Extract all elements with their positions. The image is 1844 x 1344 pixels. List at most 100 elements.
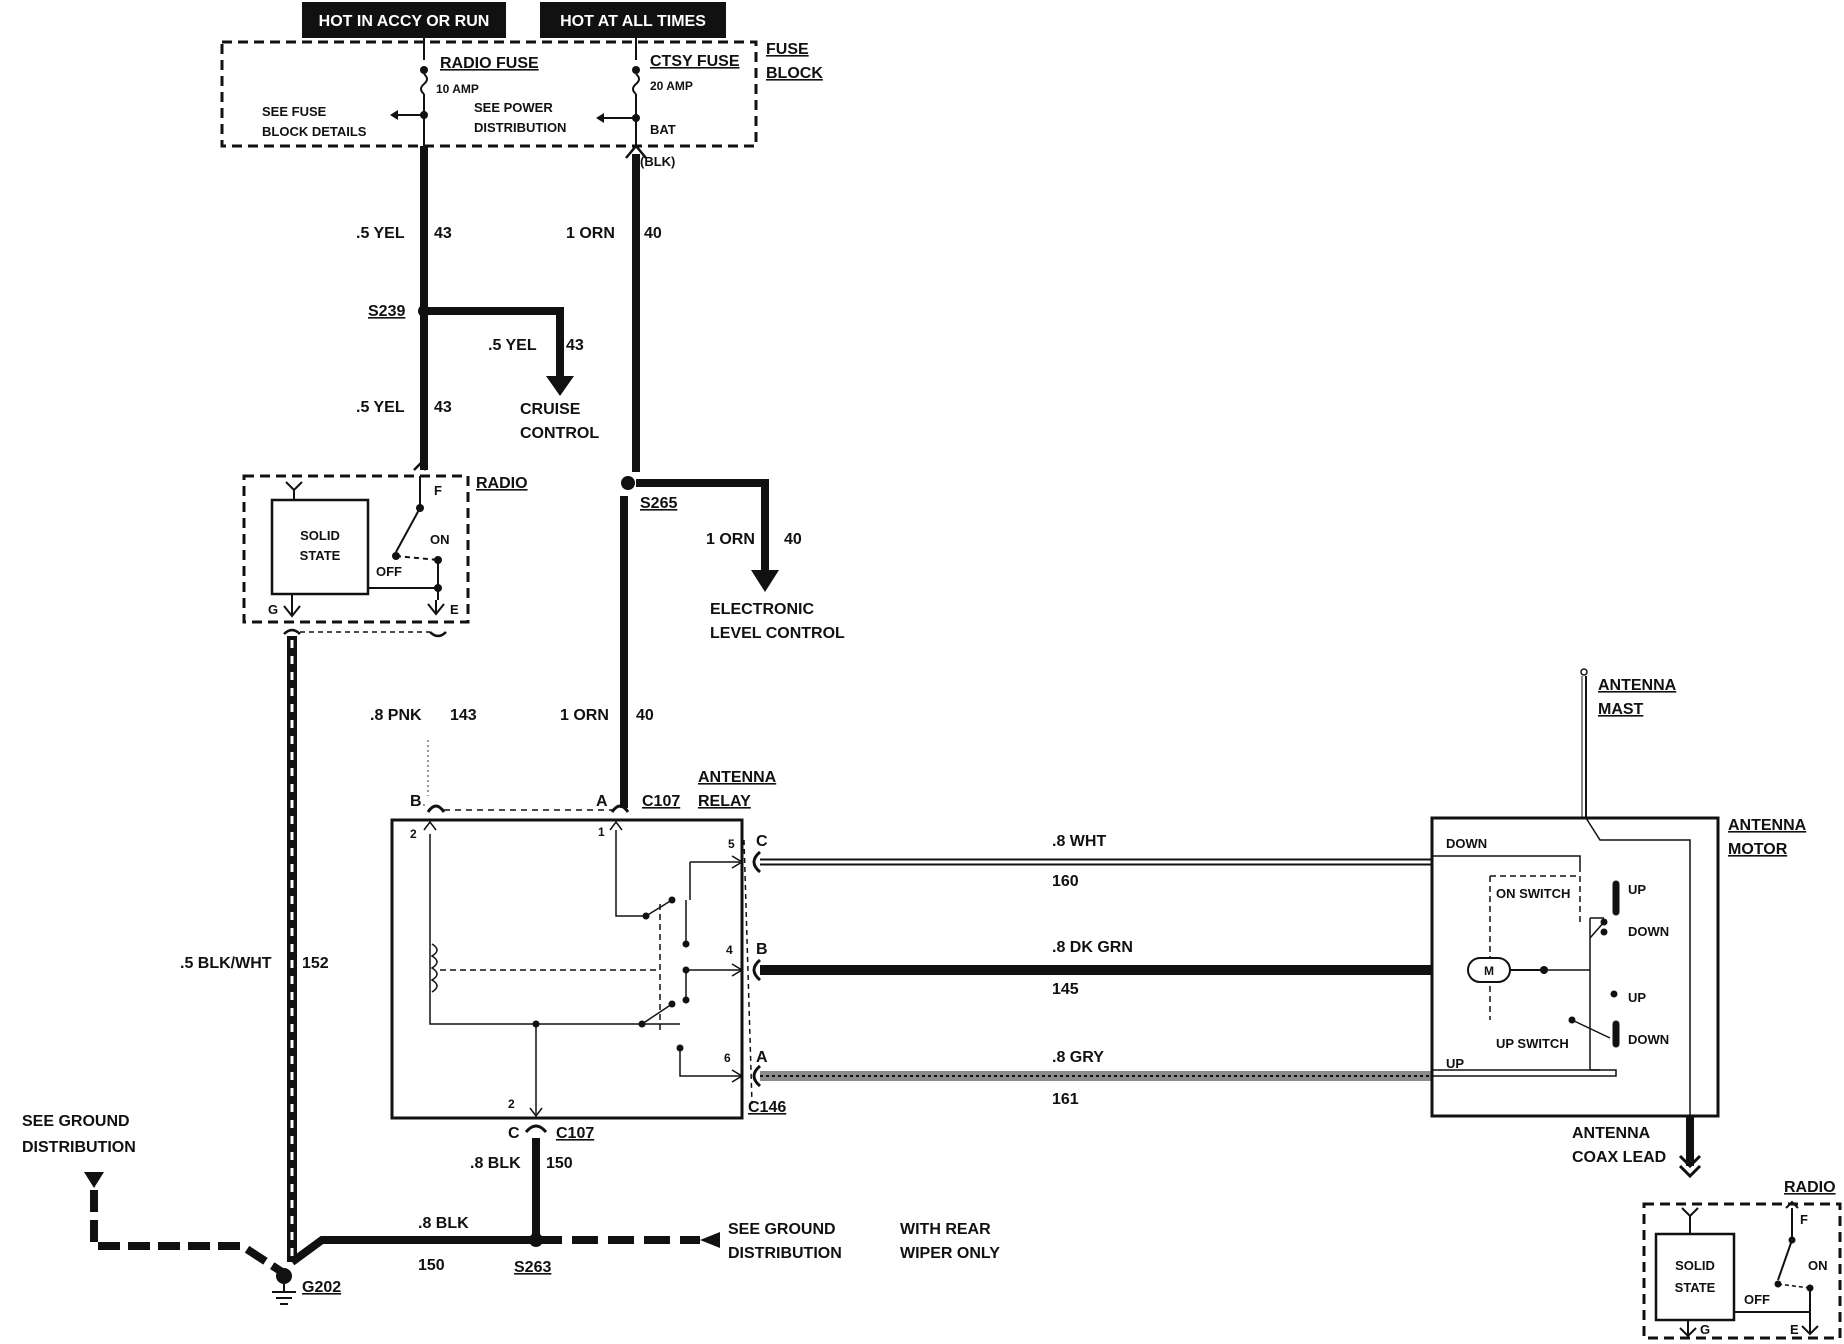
relay-n1: 1 [598, 825, 605, 839]
relay-title-2: RELAY [698, 793, 751, 810]
c146-pin-b: B [756, 941, 768, 958]
splice-s263 [529, 1233, 543, 1247]
switch-down-1: DOWN [1628, 924, 1669, 939]
radio-fuse-symbol [420, 73, 428, 95]
ctsy-fuse-rating: 20 AMP [650, 79, 693, 93]
coax-line2: COAX LEAD [1572, 1149, 1666, 1166]
arrow-left-icon [390, 110, 398, 120]
motor-down-label: DOWN [1446, 836, 1487, 851]
wire-num-orn-top: 40 [644, 225, 662, 242]
splice-s239 [418, 305, 430, 317]
bat-label: BAT [650, 122, 676, 137]
radio-bottom-on: ON [1808, 1258, 1828, 1273]
relay-pin-c-bottom: C [508, 1125, 520, 1142]
connector-icon [625, 144, 647, 159]
wire-label-blk-relay: .8 BLK [470, 1155, 521, 1172]
arrow-down-icon [546, 376, 574, 396]
solid-state-line2: STATE [300, 548, 341, 563]
wire-num-orn-branch: 40 [784, 531, 802, 548]
cruise-line2: CONTROL [520, 425, 599, 442]
rear-wiper-2: WIPER ONLY [900, 1245, 1000, 1262]
relay-pin-b: B [410, 793, 422, 810]
radio-off-label: OFF [376, 564, 402, 579]
wire-label-dkgrn: .8 DK GRN [1052, 939, 1133, 956]
switch-up-2: UP [1628, 990, 1646, 1005]
wire-num-gry: 161 [1052, 1091, 1079, 1108]
solid-state-line1-bottom: SOLID [1675, 1258, 1715, 1273]
motor-up-label: UP [1446, 1056, 1464, 1071]
ctsy-fuse-label: CTSY FUSE [650, 53, 740, 70]
radio-fuse-rating: 10 AMP [436, 82, 479, 96]
motor-title-2: MOTOR [1728, 841, 1788, 858]
switch-up-1: UP [1628, 882, 1646, 897]
radio-bottom: RADIO SOLID STATE F ON OFF G E [1642, 1179, 1842, 1340]
see-ground-left-2: DISTRIBUTION [22, 1139, 136, 1156]
antenna-relay: B A C107 ANTENNA RELAY 2 1 [390, 740, 786, 1142]
wire-label-gry: .8 GRY [1052, 1049, 1104, 1066]
on-switch-label: ON SWITCH [1496, 886, 1570, 901]
wire-label-yel-top: .5 YEL [356, 225, 405, 242]
relay-coil-icon [430, 943, 438, 993]
hot-all-times-label: HOT AT ALL TIMES [560, 13, 706, 30]
wire-num-wht: 160 [1052, 873, 1079, 890]
relay-title-1: ANTENNA [698, 769, 777, 786]
radio-switch [395, 507, 421, 553]
wire-label-blkwht: .5 BLK/WHT [180, 955, 272, 972]
radio-f-label: F [434, 483, 442, 498]
relay-n6: 6 [724, 1051, 731, 1065]
relay-n5: 5 [728, 837, 735, 851]
s239-label: S239 [368, 303, 405, 320]
wire-label-yel-branch: .5 YEL [488, 337, 537, 354]
solid-state-line2-bottom: STATE [1675, 1280, 1716, 1295]
c107-bottom-label: C107 [556, 1125, 594, 1142]
see-power-line2: DISTRIBUTION [474, 120, 566, 135]
radio-g-label: G [268, 602, 278, 617]
wire-label-blk-bottom: .8 BLK [418, 1215, 469, 1232]
wire-orn-40-branch [636, 479, 769, 572]
wire-label-yel-low: .5 YEL [356, 399, 405, 416]
hot-accy-run-label: HOT IN ACCY OR RUN [319, 13, 490, 30]
solid-state-box [270, 498, 370, 596]
arrow-left-icon [700, 1232, 720, 1248]
motor-m: M [1484, 964, 1494, 978]
radio-bottom-f: F [1800, 1212, 1808, 1227]
relay-n4: 4 [726, 943, 733, 957]
antenna-motor: ANTENNA MAST ANTENNA MOTOR DOWN UP ON SW… [1430, 668, 1807, 1179]
radio-switch [1777, 1239, 1793, 1281]
up-switch-label: UP SWITCH [1496, 1036, 1569, 1051]
cruise-line1: CRUISE [520, 401, 581, 418]
radio-bottom-title: RADIO [1784, 1179, 1836, 1196]
wire-label-orn-branch: 1 ORN [706, 531, 755, 548]
see-ground-left-1: SEE GROUND [22, 1113, 130, 1130]
see-ground-right-1: SEE GROUND [728, 1221, 836, 1238]
s263-label: S263 [514, 1259, 551, 1276]
wire-blk-150-bottom [289, 1236, 536, 1266]
c146-pin-c: C [756, 833, 768, 850]
ground-icon [272, 1284, 296, 1305]
wire-num-blkwht: 152 [302, 955, 329, 972]
blk-label: (BLK) [640, 154, 675, 169]
radio-e-label: E [450, 602, 459, 617]
wire-num-blk-bottom: 150 [418, 1257, 445, 1274]
wire-label-orn-top: 1 ORN [566, 225, 615, 242]
radio-bottom-e: E [1790, 1322, 1799, 1337]
wire-num-yel-top: 43 [434, 225, 452, 242]
radio-bottom-g: G [1700, 1322, 1710, 1337]
ground-g202 [276, 1268, 292, 1284]
solid-state-box [1654, 1232, 1736, 1322]
wire-label-wht: .8 WHT [1052, 833, 1106, 850]
see-fuse-line2: BLOCK DETAILS [262, 124, 367, 139]
elc-line1: ELECTRONIC [710, 601, 814, 618]
splice-s265 [621, 476, 635, 490]
connector-icon [1678, 1154, 1702, 1179]
motor-title-1: ANTENNA [1728, 817, 1807, 834]
wire-num-pnk: 143 [450, 707, 477, 724]
c107-top-label: C107 [642, 793, 680, 810]
radio-top-title: RADIO [476, 475, 528, 492]
fuse-block: RADIO FUSE 10 AMP CTSY FUSE 20 AMP SEE F… [220, 38, 823, 148]
relay-pin-a: A [596, 793, 608, 810]
wire-yel-43-branch [424, 307, 564, 378]
coax-line1: ANTENNA [1572, 1125, 1651, 1142]
relay-n2-bottom: 2 [508, 1097, 515, 1111]
radio-top: SOLID STATE F ON OFF G E RADIO [242, 462, 528, 638]
